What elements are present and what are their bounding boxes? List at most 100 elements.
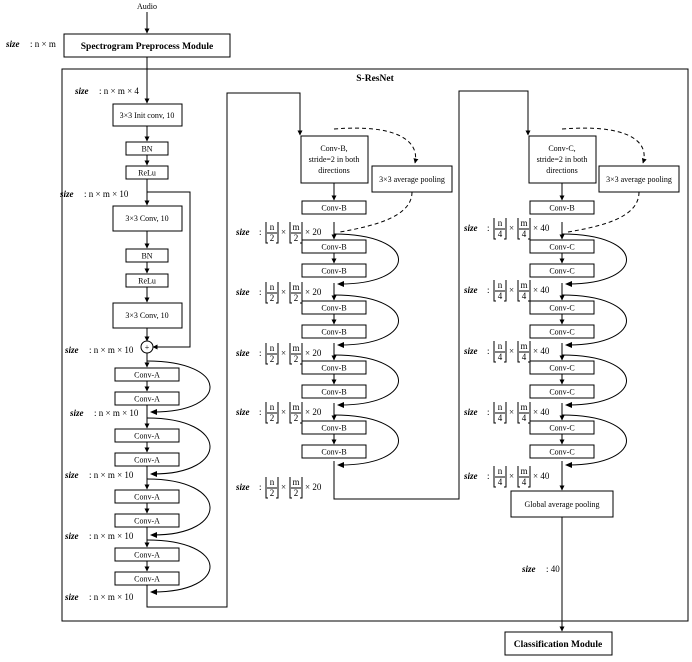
svg-text:directions: directions	[318, 166, 350, 175]
conv-block-label: Conv-B	[321, 267, 346, 276]
svg-text:× 20: × 20	[305, 407, 322, 417]
svg-text:n: n	[270, 222, 275, 232]
svg-text:4: 4	[498, 291, 503, 301]
conv-block	[529, 444, 595, 459]
residual-skip-1	[147, 191, 191, 350]
conv1-label: 3×3 Conv, 10	[125, 214, 168, 223]
svg-text:size: size	[69, 408, 84, 418]
svg-text:3×3 average pooling: 3×3 average pooling	[379, 175, 445, 184]
svg-text::: :	[487, 471, 490, 481]
dash-pool-merge-2	[339, 191, 413, 233]
svg-text:Conv-A: Conv-A	[134, 493, 160, 502]
svg-text:n: n	[498, 341, 503, 351]
audio-label: Audio	[137, 2, 157, 11]
svg-text:: 40: : 40	[546, 564, 560, 574]
conv-block-label: Conv-B	[321, 388, 346, 397]
svg-text:2: 2	[270, 233, 275, 243]
global-pool-box	[510, 490, 614, 518]
svg-text:m: m	[292, 343, 299, 353]
conv2-label: 3×3 Conv, 10	[125, 311, 168, 320]
conv-block-label: Conv-B	[321, 304, 346, 313]
svg-text:size: size	[235, 348, 250, 358]
residual-block: Conv-C Conv-C	[529, 222, 627, 287]
svg-text:2: 2	[270, 488, 275, 498]
svg-text:n: n	[498, 218, 503, 228]
svg-text:2: 2	[294, 293, 299, 303]
size-fraction-label: size:n2×m2× 20	[235, 402, 322, 424]
skip-curve	[561, 354, 627, 406]
preprocess-label: Spectrogram Preprocess Module	[81, 42, 213, 52]
svg-text:Conv-A: Conv-A	[134, 456, 160, 465]
size-col1-3: size : n × m × 10	[64, 531, 134, 541]
skip-arrowhead	[337, 281, 344, 287]
svg-text:×: ×	[509, 346, 514, 356]
size-fraction-label: size:n2×m2× 20	[235, 222, 322, 244]
conv2-box	[112, 302, 183, 329]
skip-curve	[561, 233, 627, 285]
skip-arrowhead	[337, 402, 344, 408]
svg-text:m: m	[292, 282, 299, 292]
conv-block	[301, 384, 367, 399]
bn1-label: BN	[141, 145, 152, 154]
svg-text:size: size	[235, 287, 250, 297]
size-fraction-label: size:n2×m2× 20	[235, 343, 322, 365]
size-after-pre: size : n × m × 4	[74, 86, 139, 96]
size-after-plus: size : n × m × 10	[64, 345, 134, 355]
svg-text:n: n	[498, 402, 503, 412]
conv-block-label: Conv-C	[549, 328, 574, 337]
relu1-label: ReLu	[138, 169, 156, 178]
connector-col1-col2	[146, 92, 303, 608]
svg-text::: :	[487, 346, 490, 356]
init-conv-label: 3×3 Init conv, 10	[120, 111, 175, 120]
svg-text:× 40: × 40	[533, 223, 550, 233]
svg-text:size: size	[463, 346, 478, 356]
svg-text:4: 4	[498, 413, 503, 423]
svg-text:n: n	[498, 466, 503, 476]
svg-text:×: ×	[281, 407, 286, 417]
conv-block-label: Conv-C	[549, 304, 574, 313]
dash-to-pool-2	[333, 127, 419, 164]
svg-text::: :	[487, 407, 490, 417]
svg-text:×: ×	[281, 227, 286, 237]
svg-text:n: n	[270, 343, 275, 353]
svg-text:n: n	[270, 282, 275, 292]
svg-text:m: m	[520, 280, 527, 290]
svg-text:× 20: × 20	[305, 287, 322, 297]
svg-text:size: size	[235, 407, 250, 417]
svg-text:size: size	[463, 471, 478, 481]
conv-block-label: Conv-C	[549, 267, 574, 276]
svg-text:Conv-B: Conv-B	[549, 204, 574, 213]
skip-curve	[333, 294, 399, 346]
size-fraction-label: size:n4×m4× 40	[463, 402, 550, 424]
svg-text:size: size	[64, 345, 79, 355]
conv-block-label: Conv-C	[549, 388, 574, 397]
svg-text:: n × m × 10: : n × m × 10	[89, 592, 134, 602]
col2-blocks: Conv-BConv-BConv-BConv-BConv-BConv-BConv…	[301, 222, 399, 468]
classification-box	[504, 631, 613, 656]
svg-text::: :	[487, 223, 490, 233]
svg-text:m: m	[520, 218, 527, 228]
svg-text:2: 2	[294, 413, 299, 423]
conv-block	[301, 324, 367, 339]
svg-text::: :	[487, 285, 490, 295]
svg-text:×: ×	[509, 285, 514, 295]
svg-text:×: ×	[509, 223, 514, 233]
svg-text:Conv-A: Conv-A	[134, 395, 160, 404]
conv-block	[529, 324, 595, 339]
svg-text:Conv-A: Conv-A	[134, 517, 160, 526]
svg-text::: :	[259, 407, 262, 417]
svg-text:× 20: × 20	[305, 348, 322, 358]
svg-text:size: size	[59, 189, 74, 199]
size-col1-end: size : n × m × 10	[64, 592, 134, 602]
svg-text:2: 2	[294, 233, 299, 243]
sresnet-title: S-ResNet	[356, 74, 394, 84]
svg-text:2: 2	[294, 488, 299, 498]
svg-text:size: size	[235, 227, 250, 237]
conv-block	[529, 384, 595, 399]
conv-block-label: Conv-C	[549, 243, 574, 252]
svg-text:Conv-A: Conv-A	[134, 371, 160, 380]
